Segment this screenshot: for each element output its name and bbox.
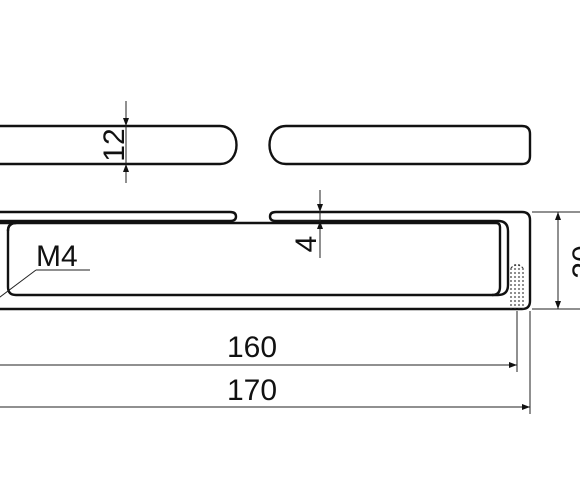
front-view-outer-profile <box>0 210 238 223</box>
dimension-text-4: 4 <box>290 236 323 253</box>
dimension-length-160: 160 <box>0 311 518 372</box>
thread-callout-text: M4 <box>36 240 78 273</box>
dimension-length-170: 170 <box>0 311 531 414</box>
top-view-right-bar <box>268 124 532 166</box>
dimension-text-12: 12 <box>98 128 131 161</box>
dimension-text-20: 20 <box>567 245 580 278</box>
front-view: 4 M4 20 <box>0 190 580 311</box>
dimension-height-12: 12 <box>98 101 131 183</box>
threaded-hole-hidden <box>510 264 524 309</box>
thread-callout-m4: M4 <box>0 240 90 298</box>
dimension-text-160: 160 <box>227 331 277 364</box>
front-view-inner-recess <box>6 221 502 297</box>
dimension-text-170: 170 <box>227 374 277 407</box>
top-view: 12 <box>0 101 532 183</box>
dimension-height-20: 20 <box>532 211 580 310</box>
dimension-slot-4: 4 <box>290 190 323 258</box>
top-view-left-bar <box>0 124 238 166</box>
